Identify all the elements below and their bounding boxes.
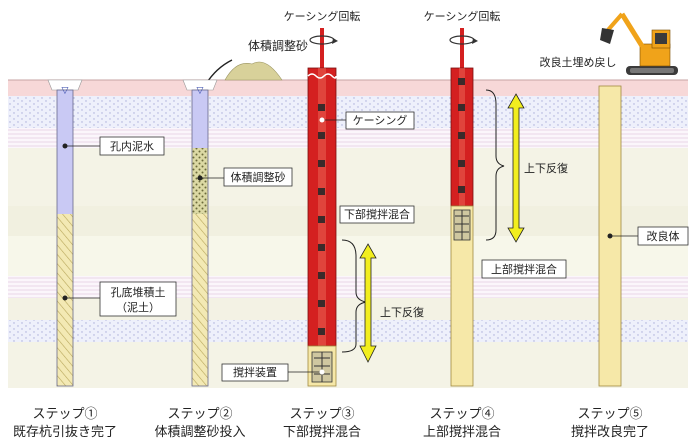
ground-strata (8, 79, 688, 388)
svg-text:▽: ▽ (197, 86, 204, 96)
casing-rotation-label-3: ケーシング回転 (284, 9, 361, 23)
sediment-label-2: （泥土） (116, 301, 160, 314)
sand-pile-label: 体積調整砂 (248, 38, 308, 53)
stratum-9 (8, 342, 688, 388)
sand-fill-label: 体積調整砂 (231, 170, 286, 184)
updown-label-4: 上下反復 (524, 162, 568, 175)
improved-body-label: 改良体 (647, 229, 680, 243)
step1-column: ▽ 孔内泥水 孔底堆積土 （泥土） (47, 79, 177, 387)
stratum-8 (8, 320, 688, 342)
step2-number: ステップ② (167, 407, 233, 422)
stratum-3 (8, 148, 688, 206)
casing-3 (307, 67, 337, 347)
upper-mix-label: 上部撹拌混合 (491, 262, 557, 276)
sediment-label-1: 孔底堆積土 (111, 285, 166, 299)
step4-name: 上部撹拌混合 (422, 425, 501, 440)
step1-name: 既存杭引抜き完了 (12, 425, 117, 440)
step3-caption: ステップ③ 下部撹拌混合 (257, 406, 387, 442)
casing-rotation-label-4: ケーシング回転 (424, 9, 501, 23)
step1-number: ステップ① (32, 407, 98, 422)
step2-name: 体積調整砂投入 (154, 425, 246, 440)
top-annotations: 体積調整砂 ケーシング回転 ケーシング回転 改良土埋め戻し (201, 9, 617, 90)
step1-caption: ステップ① 既存杭引抜き完了 (0, 406, 130, 442)
step5-caption: ステップ⑤ 撹拌改良完了 (545, 406, 675, 442)
step4-number: ステップ④ (429, 407, 495, 422)
updown-label-3: 上下反復 (380, 306, 424, 319)
surface-layer (8, 80, 688, 96)
step5-column: 改良体 (598, 85, 689, 387)
sand-fill (192, 148, 208, 214)
stratum-5 (8, 236, 688, 276)
updown-arrow-4 (507, 93, 525, 243)
step5-number: ステップ⑤ (577, 407, 643, 422)
stir-device-label: 撹拌装置 (233, 365, 277, 379)
step3-name: 下部撹拌混合 (282, 425, 361, 440)
borehole-water (57, 90, 73, 214)
stratum-7 (8, 298, 688, 320)
sand-pile (224, 61, 283, 81)
step2-caption: ステップ② 体積調整砂投入 (135, 406, 265, 442)
step4-column: 上下反復 上部撹拌混合 (449, 28, 568, 387)
updown-arrow-3 (359, 243, 377, 363)
lower-mix-label: 下部撹拌混合 (344, 207, 410, 221)
step3-column: ケーシング 下部撹拌混合 上下反復 撹拌装置 (221, 28, 424, 387)
borehole-water-label: 孔内泥水 (110, 139, 154, 153)
stratum-6 (8, 276, 688, 298)
excavator-icon (600, 12, 678, 75)
step4-caption: ステップ④ 上部撹拌混合 (397, 406, 527, 442)
step2-column: ▽ 体積調整砂 (182, 79, 293, 387)
casing-label: ケーシング (353, 113, 408, 127)
step5-name: 撹拌改良完了 (570, 425, 649, 440)
svg-text:▽: ▽ (62, 86, 69, 96)
backfill-label: 改良土埋め戻し (540, 55, 617, 69)
step3-number: ステップ③ (289, 407, 355, 422)
